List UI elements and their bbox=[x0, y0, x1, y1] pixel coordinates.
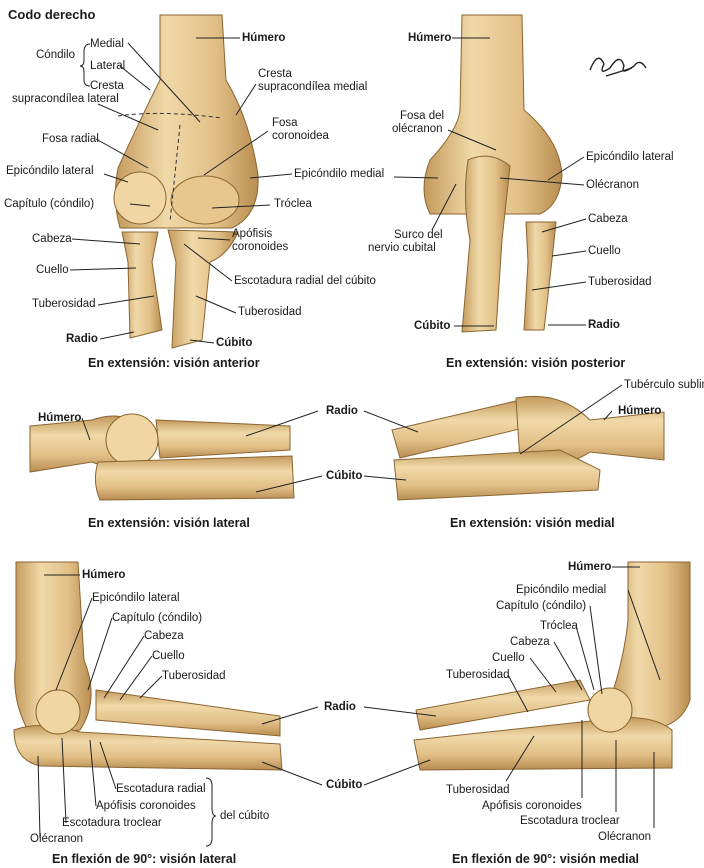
leader-lines bbox=[37, 37, 661, 847]
lateral-flexion-bones bbox=[13, 561, 283, 771]
label-cubito: Cúbito bbox=[326, 470, 363, 482]
caption-medial-extension: En extensión: visión medial bbox=[450, 516, 615, 530]
label-cresta-medial-2: supracondílea medial bbox=[258, 81, 368, 93]
label-escotadura-radial: Escotadura radial bbox=[116, 783, 206, 795]
caption-lateral-extension: En extensión: visión lateral bbox=[88, 516, 250, 530]
label-troclea: Tróclea bbox=[540, 620, 578, 632]
caption-medial-flexion: En flexión de 90°: visión medial bbox=[452, 852, 639, 866]
label-humero: Húmero bbox=[618, 405, 662, 417]
label-cuello: Cuello bbox=[588, 245, 621, 257]
caption-lateral-flexion: En flexión de 90°: visión lateral bbox=[52, 852, 237, 866]
label-escotadura-troclear: Escotadura troclear bbox=[62, 817, 162, 829]
label-olecranon: Olécranon bbox=[586, 179, 640, 191]
label-humero: Húmero bbox=[242, 32, 286, 44]
medial-flexion-bones bbox=[413, 561, 691, 771]
label-cabeza: Cabeza bbox=[588, 213, 628, 225]
label-cubito: Cúbito bbox=[216, 337, 253, 349]
label-escotadura-radial: Escotadura radial del cúbito bbox=[234, 275, 376, 287]
page-title: Codo derecho bbox=[8, 7, 96, 22]
label-capitulo: Capítulo (cóndilo) bbox=[496, 600, 587, 612]
label-cabeza: Cabeza bbox=[510, 636, 550, 648]
anterior-view-bones bbox=[113, 14, 259, 349]
label-radio: Radio bbox=[324, 701, 356, 713]
label-medial: Medial bbox=[90, 38, 124, 50]
caption-anterior: En extensión: visión anterior bbox=[88, 356, 260, 370]
label-humero: Húmero bbox=[568, 561, 612, 573]
label-cubito: Cúbito bbox=[414, 320, 451, 332]
label-tuberosidad-cubito: Tuberosidad bbox=[238, 306, 302, 318]
label-epicondilo-lateral: Epicóndilo lateral bbox=[586, 151, 674, 163]
label-epicondilo-lateral: Epicóndilo lateral bbox=[92, 592, 180, 604]
label-apofisis-coronoides: Apófisis coronoides bbox=[96, 800, 196, 812]
signature-icon bbox=[589, 57, 647, 77]
label-humero: Húmero bbox=[38, 412, 82, 424]
label-fosa-olecranon-1: Fosa del bbox=[400, 110, 445, 122]
label-cuello: Cuello bbox=[36, 264, 69, 276]
label-apofisis-1: Apófisis bbox=[232, 228, 273, 240]
caption-posterior: En extensión: visión posterior bbox=[446, 356, 626, 370]
label-surco-2: nervio cubital bbox=[368, 242, 436, 254]
label-humero: Húmero bbox=[82, 569, 126, 581]
label-del-cubito: del cúbito bbox=[220, 810, 270, 822]
label-epicondilo-lateral: Epicóndilo lateral bbox=[6, 165, 94, 177]
label-apofisis-2: coronoides bbox=[232, 241, 289, 253]
label-humero: Húmero bbox=[408, 32, 452, 44]
label-epicondilo-medial: Epicóndilo medial bbox=[294, 168, 385, 180]
label-capitulo: Capítulo (cóndilo) bbox=[112, 612, 203, 624]
label-cuello: Cuello bbox=[492, 652, 525, 664]
label-fosa-olecranon-2: olécranon bbox=[392, 123, 443, 135]
label-fosa-coronoidea-2: coronoidea bbox=[272, 130, 329, 142]
label-radio: Radio bbox=[66, 333, 98, 345]
label-radio: Radio bbox=[588, 319, 620, 331]
label-apofisis-coronoides: Apófisis coronoides bbox=[482, 800, 582, 812]
label-cresta-lateral-1: Cresta bbox=[90, 80, 124, 92]
label-tuberculo-sublime: Tubérculo sublime bbox=[624, 379, 704, 391]
medial-extension-bones bbox=[391, 395, 665, 501]
label-cresta-medial-1: Cresta bbox=[258, 68, 292, 80]
label-troclea: Tróclea bbox=[274, 198, 312, 210]
label-radio: Radio bbox=[326, 405, 358, 417]
label-tuberosidad-cubito: Tuberosidad bbox=[446, 784, 510, 796]
label-tuberosidad: Tuberosidad bbox=[588, 276, 652, 288]
label-lateral: Lateral bbox=[90, 60, 126, 72]
label-condilo: Cóndilo bbox=[36, 49, 75, 61]
label-fosa-coronoidea-1: Fosa bbox=[272, 117, 298, 129]
label-cubito: Cúbito bbox=[326, 779, 363, 791]
lateral-extension-bones bbox=[29, 413, 295, 501]
label-tuberosidad: Tuberosidad bbox=[162, 670, 226, 682]
posterior-view-bones bbox=[423, 14, 563, 333]
label-fosa-radial: Fosa radial bbox=[42, 133, 99, 145]
label-cabeza: Cabeza bbox=[144, 630, 184, 642]
label-olecranon: Olécranon bbox=[30, 833, 84, 845]
label-cuello: Cuello bbox=[152, 650, 185, 662]
label-tuberosidad: Tuberosidad bbox=[32, 298, 96, 310]
label-surco-1: Surco del bbox=[394, 229, 443, 241]
label-olecranon: Olécranon bbox=[598, 831, 652, 843]
label-capitulo: Capítulo (cóndilo) bbox=[4, 198, 95, 210]
label-cresta-lateral-2: supracondílea lateral bbox=[12, 93, 119, 105]
label-epicondilo-medial: Epicóndilo medial bbox=[516, 584, 607, 596]
label-cabeza: Cabeza bbox=[32, 233, 72, 245]
label-tuberosidad: Tuberosidad bbox=[446, 669, 510, 681]
label-escotadura-troclear: Escotadura troclear bbox=[520, 815, 620, 827]
